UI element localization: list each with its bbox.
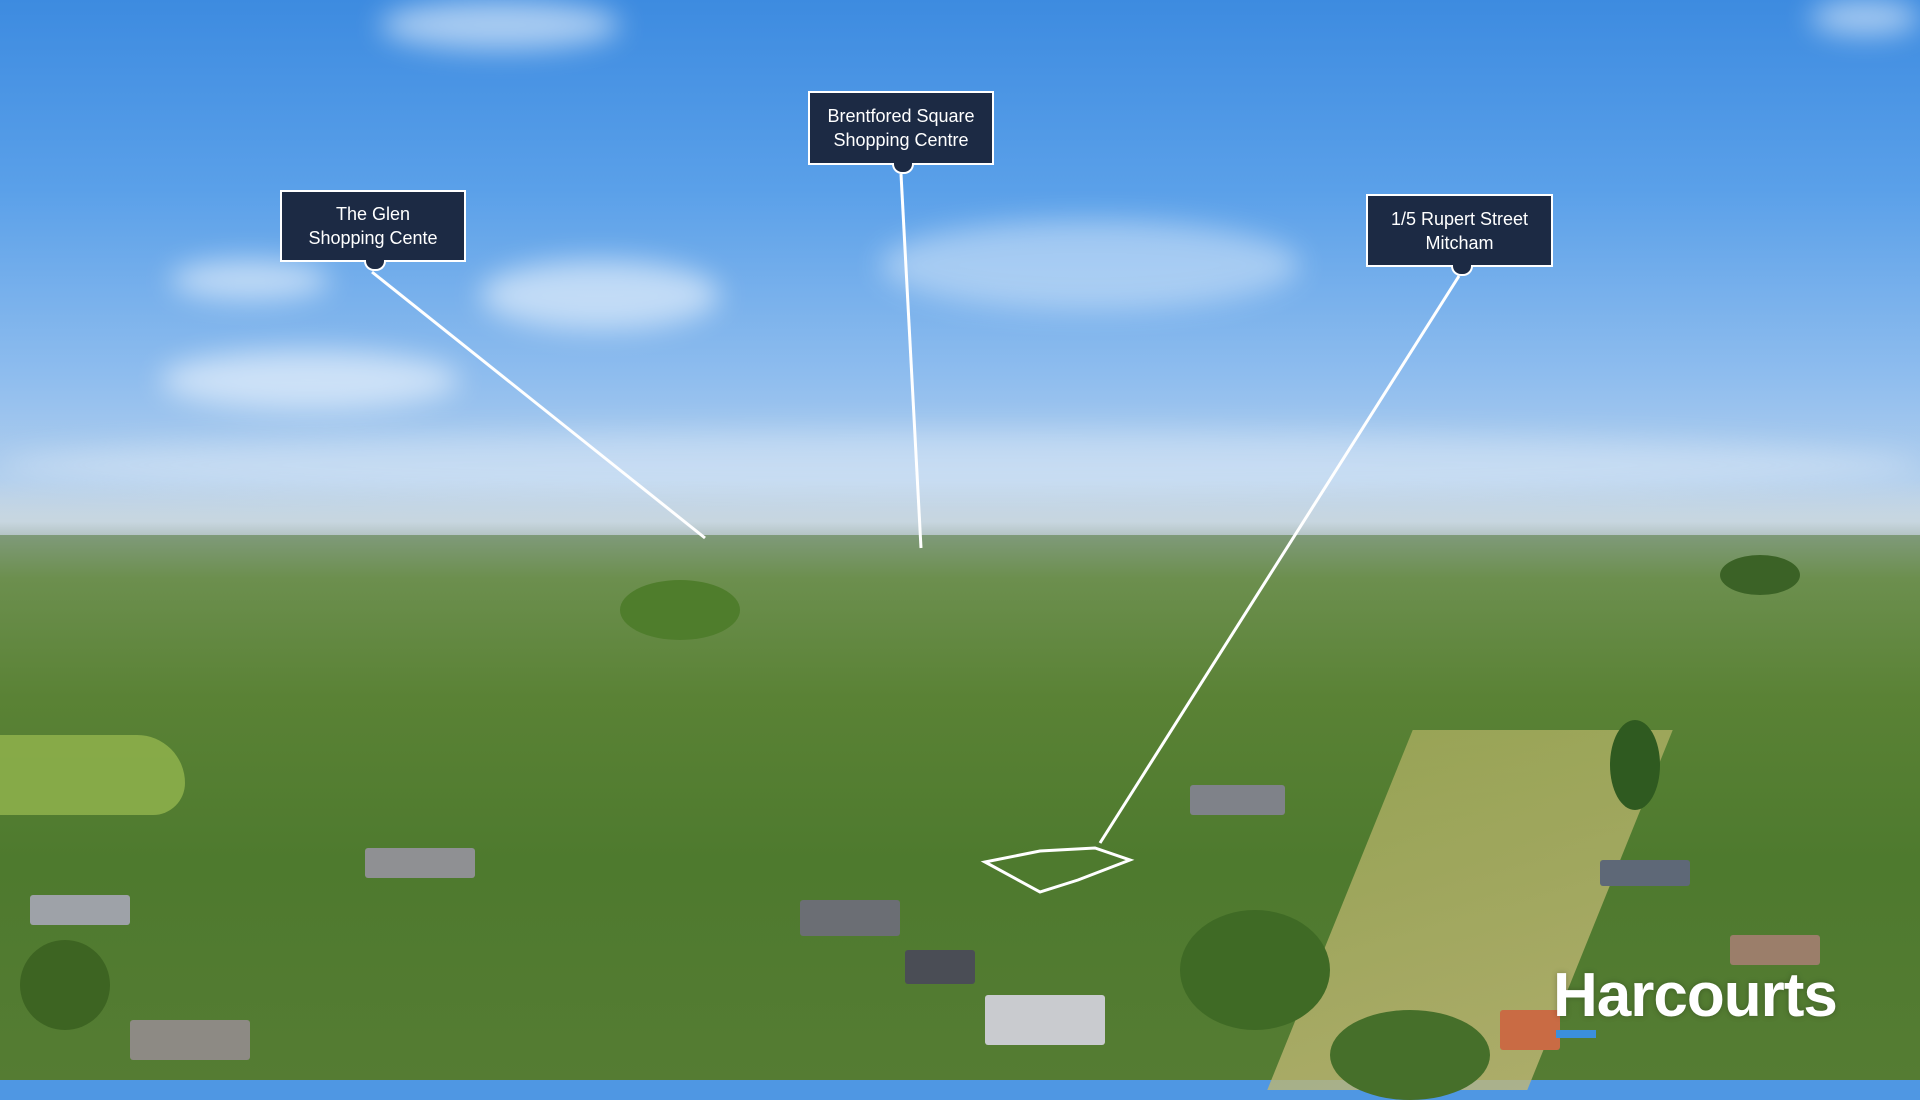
cloud: [1810, 0, 1920, 35]
tree: [1180, 910, 1330, 1030]
tree: [620, 580, 740, 640]
house-roof: [1500, 1010, 1560, 1050]
tree: [20, 940, 110, 1030]
house-roof: [1190, 785, 1285, 815]
cloud: [170, 260, 330, 300]
callout-line1: The Glen: [335, 204, 411, 224]
callout-line1: Brentfored Square: [827, 106, 975, 126]
map-pin-icon: [1450, 265, 1473, 276]
cloud: [880, 220, 1300, 310]
tree: [1720, 555, 1800, 595]
cloud: [160, 350, 460, 410]
house-roof: [130, 1020, 250, 1060]
callout-line2: Shopping Cente: [308, 228, 438, 248]
park-oval: [0, 735, 185, 815]
house-roof: [1600, 860, 1690, 886]
house-roof: [800, 900, 900, 936]
callout-brentfored-square: Brentfored Square Shopping Centre: [808, 91, 994, 174]
harcourts-watermark: Harcourts: [1553, 961, 1838, 1030]
callout-line1: 1/5 Rupert Street: [1390, 208, 1529, 229]
callout-property-address: 1/5 Rupert Street Mitcham: [1366, 194, 1553, 276]
tree: [1330, 1010, 1490, 1100]
house-roof: [905, 950, 975, 984]
callout-line2: Shopping Centre: [833, 130, 969, 150]
house-roof: [365, 848, 475, 878]
tree: [1610, 720, 1660, 810]
cloud: [480, 260, 720, 330]
callout-line2: Mitcham: [1425, 232, 1494, 253]
house-roof: [985, 995, 1105, 1045]
house-roof: [1730, 935, 1820, 965]
cloud: [380, 0, 620, 50]
callout-the-glen: The Glen Shopping Cente: [280, 190, 466, 271]
house-roof: [30, 895, 130, 925]
brand-accent-bar: [1556, 1030, 1596, 1038]
